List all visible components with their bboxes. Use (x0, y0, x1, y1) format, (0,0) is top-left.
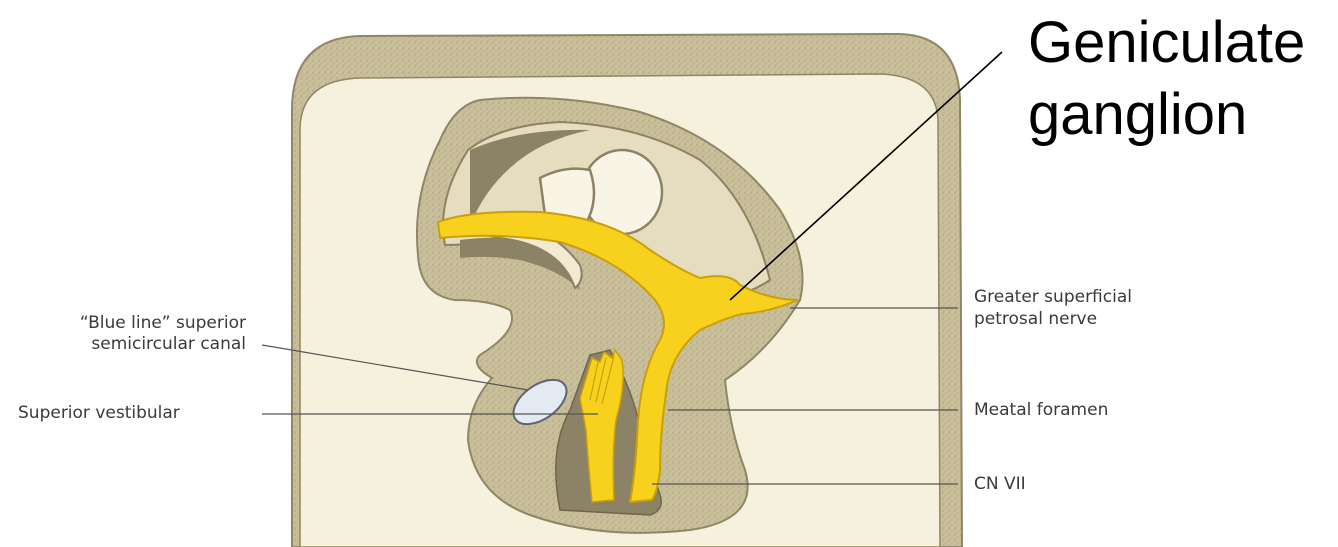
callout-geniculate-line1: Geniculate (1028, 10, 1305, 76)
callout-geniculate-line2: ganglion (1028, 82, 1247, 148)
label-superior-vestibular: Superior vestibular (18, 403, 180, 424)
label-gspn-2: petrosal nerve (974, 309, 1097, 330)
label-cn-vii: CN VII (974, 474, 1026, 495)
label-gspn-1: Greater superficial (974, 287, 1132, 308)
label-meatal-foramen: Meatal foramen (974, 400, 1108, 421)
label-blue-line-1: “Blue line” superior (80, 313, 246, 334)
label-blue-line-2: semicircular canal (91, 334, 246, 355)
